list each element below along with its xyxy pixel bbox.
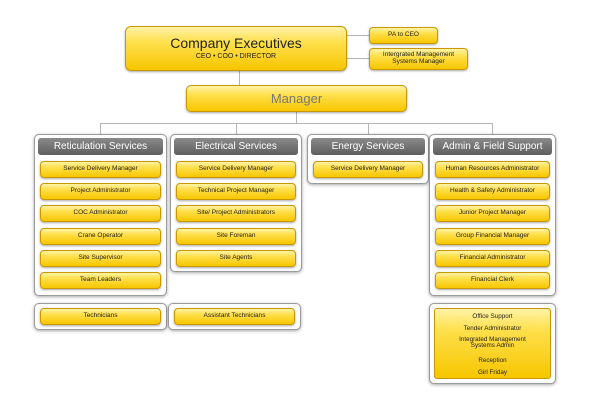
connector-horizontal <box>100 123 492 124</box>
reticulation-item: Team Leaders <box>40 272 161 289</box>
office-support-item: Reception <box>478 357 507 364</box>
office-support-item: Girl Friday <box>477 369 508 376</box>
office-support-item: Tender Administrator <box>463 325 522 332</box>
reticulation-item: Project Administrator <box>40 183 161 200</box>
panel-office-support: Office Support Tender Administrator Inte… <box>429 303 556 384</box>
connector-exec-ims <box>347 58 369 59</box>
panel-energy-title: Energy Services <box>311 138 425 155</box>
admin-item: Financial Clerk <box>435 272 550 289</box>
reticulation-item: COC Administrator <box>40 205 161 222</box>
connector-drop-4 <box>492 123 493 134</box>
ims-manager-box: Intergrated Management Systems Manager <box>369 48 468 70</box>
manager-box: Manager <box>186 85 407 112</box>
connector-exec-pa <box>347 35 369 36</box>
office-support-box: Office Support Tender Administrator Inte… <box>434 308 551 379</box>
panel-reticulation-services: Reticulation Services Service Delivery M… <box>34 134 167 296</box>
reticulation-item: Site Supervisor <box>40 250 161 267</box>
connector-drop-1 <box>100 123 101 134</box>
panel-technicians: Technicians <box>34 303 167 330</box>
electrical-item: Service Delivery Manager <box>176 161 296 178</box>
electrical-item: Site Foreman <box>176 228 296 245</box>
assistant-technicians-box: Assistant Technicians <box>174 308 295 325</box>
electrical-item: Site Agents <box>176 250 296 267</box>
office-support-item: Office Support <box>472 313 513 320</box>
panel-reticulation-title: Reticulation Services <box>38 138 163 155</box>
panel-admin-field-support: Admin & Field Support Human Resources Ad… <box>429 134 556 296</box>
office-support-item: Integrated Management Systems Admin <box>459 336 526 350</box>
connector-exec-manager <box>239 71 240 85</box>
panel-admin-title: Admin & Field Support <box>433 138 552 155</box>
executives-subtitle: CEO • COO • DIRECTOR <box>195 53 277 61</box>
pa-to-ceo-box: PA to CEO <box>369 27 438 44</box>
reticulation-item: Service Delivery Manager <box>40 161 161 178</box>
connector-manager-down <box>296 112 297 124</box>
panel-electrical-title: Electrical Services <box>174 138 298 155</box>
energy-item: Service Delivery Manager <box>313 161 423 178</box>
electrical-item: Technical Project Manager <box>176 183 296 200</box>
technicians-box: Technicians <box>40 308 161 325</box>
reticulation-item: Crane Operator <box>40 228 161 245</box>
admin-item: Human Resources Administrator <box>435 161 550 178</box>
panel-assistant-technicians: Assistant Technicians <box>168 303 301 330</box>
admin-item: Group Financial Manager <box>435 228 550 245</box>
executives-box: Company Executives CEO • COO • DIRECTOR <box>125 26 347 71</box>
panel-electrical-services: Electrical Services Service Delivery Man… <box>170 134 302 272</box>
connector-drop-2 <box>236 123 237 134</box>
admin-item: Financial Administrator <box>435 250 550 267</box>
executives-title: Company Executives <box>170 35 302 52</box>
connector-drop-3 <box>368 123 369 134</box>
electrical-item: Site/ Project Administrators <box>176 205 296 222</box>
admin-item: Junior Project Manager <box>435 205 550 222</box>
panel-energy-services: Energy Services Service Delivery Manager <box>307 134 429 184</box>
admin-item: Health & Safety Administrator <box>435 183 550 200</box>
